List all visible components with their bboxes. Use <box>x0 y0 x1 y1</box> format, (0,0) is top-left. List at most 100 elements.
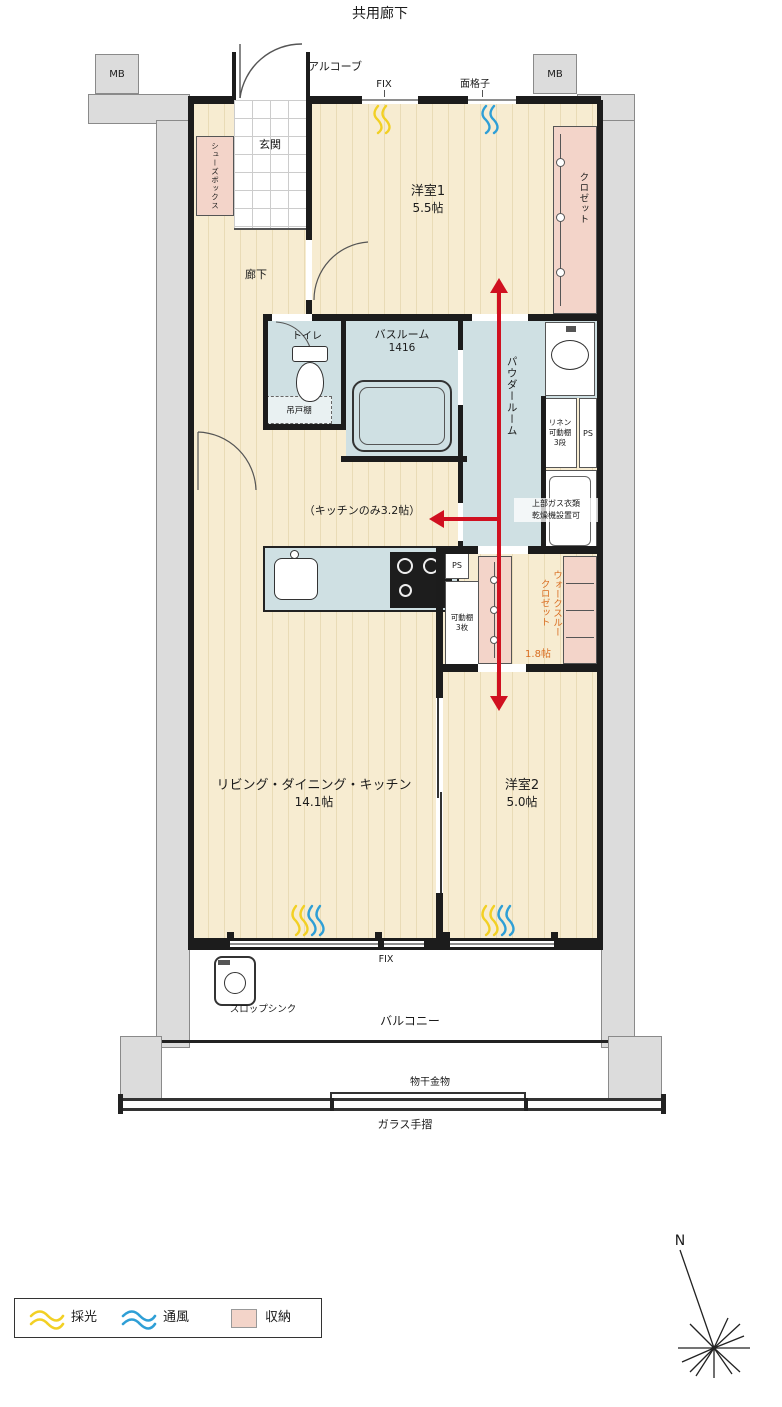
daylight-icon <box>373 104 391 135</box>
door-opening <box>306 240 312 300</box>
gas-dryer-note: 上部ガス衣類 乾燥機設置可 <box>514 498 598 522</box>
drying-hardware-hook <box>330 1092 332 1101</box>
wall <box>597 100 603 948</box>
gas-dryer-note-line2: 乾燥機設置可 <box>532 511 580 520</box>
entrance-label: 玄関 <box>259 138 281 151</box>
linen-shelf: リネン 可動棚 3段 <box>543 398 577 468</box>
wall <box>541 396 546 554</box>
ventilation-icon <box>481 104 499 135</box>
legend: 採光 通風 収納 <box>14 1298 322 1338</box>
wall <box>232 52 236 100</box>
flow-arrow-horizontal <box>443 517 499 521</box>
flow-arrow-vertical <box>497 292 501 698</box>
legend-ventilation-label: 通風 <box>163 1310 190 1325</box>
wall <box>341 318 346 430</box>
ldk-size: 14.1帖 <box>294 794 334 809</box>
window-mullion <box>375 932 382 940</box>
shoe-box-label-1: シューズ <box>210 142 220 176</box>
balcony-label: バルコニー <box>380 1014 440 1028</box>
western-room-1-size: 5.5帖 <box>412 200 444 215</box>
flow-arrow-head-up <box>490 278 508 293</box>
ventilation-icon <box>307 904 325 937</box>
linen-label-3: 3段 <box>553 438 567 448</box>
slop-sink-faucet <box>218 960 230 965</box>
leader-line <box>384 90 385 97</box>
door-opening <box>478 546 528 554</box>
toilet-tank <box>292 346 328 362</box>
rail-post <box>661 1094 666 1114</box>
slop-sink-label: スロップシンク <box>229 1004 297 1015</box>
wall <box>188 100 194 948</box>
western-room-2-label: 洋室2 5.0帖 <box>482 778 562 810</box>
flow-arrow-head-left <box>429 510 444 528</box>
linen-label-1: リネン <box>548 417 572 427</box>
hanging-cupboard-label: 吊戸棚 <box>286 406 312 416</box>
structure-right-wall <box>601 120 635 1048</box>
western-room-1-name: 洋室1 <box>410 184 446 199</box>
wall <box>418 96 468 104</box>
pipe-space-2-label: PS <box>452 560 462 570</box>
walkthrough-name-1: ウォークスルー <box>551 569 562 637</box>
legend-storage-label: 収納 <box>265 1310 292 1325</box>
bathtub <box>352 380 452 452</box>
meter-box-left-label: MB <box>109 68 125 80</box>
meter-box-right-label: MB <box>547 68 563 80</box>
glass-rail-label: ガラス手摺 <box>377 1118 433 1131</box>
pipe-space-2: PS <box>445 551 469 579</box>
glass-rail-bottom <box>118 1108 666 1111</box>
wall <box>263 318 268 430</box>
pipe-space-1-label: PS <box>583 428 593 438</box>
walkthrough-closet-label: ウォークスルー クロゼット <box>514 560 562 646</box>
washbasin-faucet <box>566 326 576 332</box>
compass-rose <box>678 1249 750 1378</box>
linen-label-2: 可動棚 <box>548 427 572 437</box>
western-room-2-size: 5.0帖 <box>506 794 538 809</box>
bathroom-label: バスルーム 1416 <box>352 328 452 356</box>
movable-shelf-label-2: 3枚 <box>455 623 469 632</box>
wall <box>341 456 467 462</box>
shoe-box: シューズ ボックス <box>196 136 234 216</box>
balcony-pillar-left <box>120 1036 162 1100</box>
ldk-name: リビング・ダイニング・キッチン <box>216 778 412 793</box>
common-corridor-label: 共用廊下 <box>352 6 408 22</box>
structure-top-left <box>88 94 190 124</box>
window-mullion <box>443 932 450 940</box>
shoe-box-label-2: ボックス <box>210 176 220 210</box>
movable-shelf-label-1: 可動棚 <box>450 612 474 622</box>
entrance-door-arc <box>239 43 303 99</box>
pipe-space-1: PS <box>579 398 597 468</box>
toilet-label: トイレ <box>292 331 322 342</box>
wall <box>306 52 310 100</box>
rail-post <box>118 1094 123 1114</box>
shelf-line <box>566 610 594 611</box>
wall <box>436 893 443 946</box>
bathroom-size: 1416 <box>388 342 416 355</box>
window-mullion <box>227 932 234 940</box>
hanging-cupboard: 吊戸棚 <box>266 396 332 424</box>
fix-window-top <box>362 96 418 104</box>
entrance-room <box>234 100 306 230</box>
drying-hardware-label: 物干金物 <box>410 1077 450 1088</box>
western-room-2-name: 洋室2 <box>504 778 540 793</box>
leader-line <box>482 90 483 97</box>
walkthrough-size-label: 1.8帖 <box>525 649 551 660</box>
kitchen-sink <box>274 558 318 600</box>
drying-hardware-bar <box>330 1092 526 1094</box>
grate-label: 面格子 <box>460 79 490 90</box>
wall <box>436 546 443 698</box>
balcony-window-fix <box>384 941 424 947</box>
wall <box>516 96 601 104</box>
movable-shelf: 可動棚 3枚 <box>445 581 479 665</box>
western1-door-arc <box>313 241 369 301</box>
wall <box>263 314 601 321</box>
rail-post <box>330 1098 334 1111</box>
slop-sink-bowl <box>224 972 246 994</box>
closet-1-label: クロゼット <box>577 172 589 225</box>
alcove-label: アルコーブ <box>307 60 362 73</box>
powder-room-label: パウダールーム <box>505 356 518 437</box>
meter-box-left: MB <box>95 54 139 94</box>
meter-box-right: MB <box>533 54 577 94</box>
balcony-window-western2 <box>450 941 554 947</box>
stove-burner <box>397 558 413 574</box>
wall <box>306 100 312 318</box>
